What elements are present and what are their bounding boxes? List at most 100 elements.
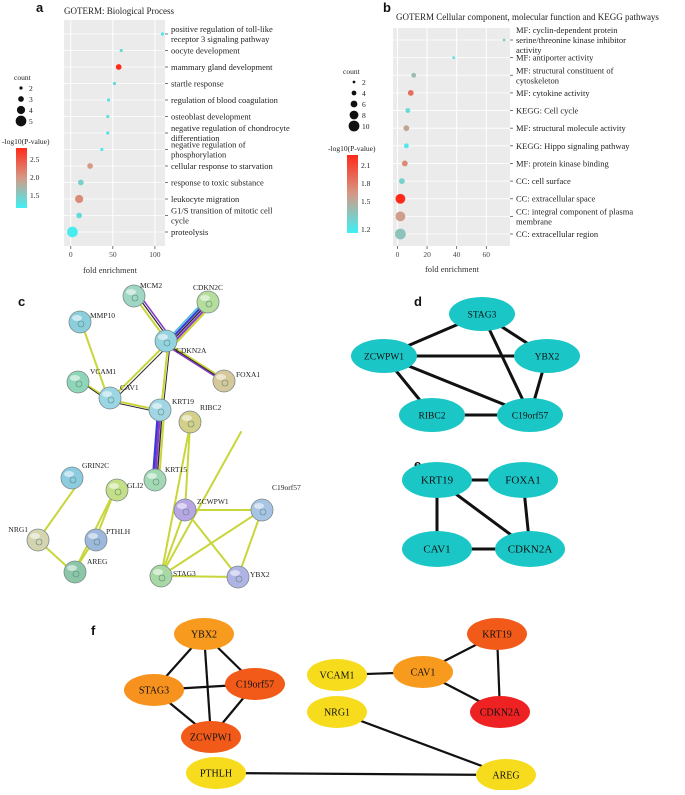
panel-b-color-tick: 1.8	[361, 179, 371, 188]
data-point	[100, 147, 104, 152]
network-c-node-label: MMP10	[90, 311, 115, 320]
network-node: STAG3	[449, 297, 515, 331]
panel-c: c	[8, 281, 301, 589]
category-label: MF: protein kinase binding	[516, 158, 610, 168]
data-point	[67, 226, 78, 238]
x-tick-label: 20	[423, 250, 431, 259]
data-point	[160, 32, 165, 36]
x-tick-label: 60	[483, 250, 491, 259]
network-node-label: CDKN2A	[508, 544, 553, 556]
network-node-label: PTHLH	[200, 769, 232, 780]
network-c-node: MMP10	[68, 310, 115, 334]
network-c-node-label: STAG3	[173, 569, 196, 578]
data-point	[106, 131, 110, 135]
network-node-label: KRT19	[421, 475, 454, 487]
data-point	[502, 38, 506, 42]
network-node-label: STAG3	[468, 311, 497, 321]
network-c-edge	[114, 346, 168, 400]
panel-letter-d: d	[414, 294, 422, 309]
network-node-shape	[467, 618, 527, 650]
panel-a-x-axis-label: fold enrichment	[83, 265, 138, 275]
data-point	[395, 211, 406, 222]
size-legend-dot	[15, 115, 27, 127]
network-node-shape	[351, 339, 417, 373]
category-label: CC: extracellular region	[516, 229, 599, 239]
network-c-edge	[184, 424, 191, 511]
data-point	[405, 108, 411, 113]
network-node: KRT19	[467, 618, 527, 650]
network-node: VCAM1	[307, 659, 367, 691]
panel-b-title: GOTERM Cellular component, molecular fun…	[396, 12, 659, 22]
network-node-shape	[402, 531, 472, 567]
panel-letter-c: c	[18, 294, 25, 309]
panel-letter-a: a	[36, 0, 44, 15]
panel-a-color-legend: -log10(P-value) 2.5 2.0 1.5	[2, 137, 50, 208]
network-node-shape	[495, 531, 565, 567]
panel-a-color-bar	[16, 148, 27, 208]
x-tick-label: 100	[149, 250, 161, 259]
data-point	[106, 114, 110, 119]
category-label: mammary gland development	[171, 62, 273, 72]
data-point	[112, 81, 117, 86]
network-node-label: CAV1	[411, 668, 436, 679]
network-node: ZCWPW1	[351, 339, 417, 373]
panel-b: b GOTERM Cellular component, molecular f…	[328, 0, 659, 274]
category-label: oocyte development	[171, 46, 240, 56]
network-node-label: CDKN2A	[480, 708, 521, 719]
data-point	[411, 72, 417, 78]
network-c-edge	[160, 509, 186, 577]
network-c-edge	[169, 344, 223, 379]
data-point	[76, 212, 82, 219]
network-node: FOXA1	[488, 462, 558, 498]
data-point	[403, 125, 410, 132]
size-legend-label: 4	[29, 106, 33, 115]
network-node: YBX2	[174, 618, 234, 650]
network-c-node: PTHLH	[84, 527, 131, 552]
category-label: MF: cytokine activity	[516, 88, 590, 98]
network-node-label: YBX2	[535, 353, 560, 363]
network-c-edge	[160, 575, 239, 578]
category-label: cellular response to starvation	[171, 161, 273, 171]
network-c-node: VCAM1	[66, 367, 117, 394]
panel-c-edges	[37, 296, 263, 578]
panel-b-plot-area	[393, 28, 510, 246]
network-c-node-label: GRIN2C	[82, 461, 109, 470]
network-c-node-label: KRT19	[172, 397, 194, 406]
network-node: STAG3	[124, 674, 184, 706]
panel-b-size-legend-title: count	[343, 67, 361, 76]
x-tick-label: 40	[453, 250, 461, 259]
size-legend-dot	[351, 90, 357, 96]
panel-a-title: GOTERM: Biological Process	[64, 6, 174, 16]
network-c-edge	[160, 431, 242, 577]
size-legend-label: 2	[29, 84, 33, 93]
network-node: CDKN2A	[470, 696, 530, 728]
network-c-node-label: CDKN2A	[176, 346, 207, 355]
panel-b-color-bar	[347, 155, 358, 233]
data-point	[452, 56, 456, 60]
category-label: osteoblast development	[171, 112, 252, 122]
network-c-node: KRT15	[143, 465, 187, 492]
size-legend-dot	[348, 120, 360, 132]
data-point	[403, 143, 409, 149]
size-legend-dot	[19, 86, 23, 90]
network-c-node-label: RIBC2	[200, 403, 222, 412]
network-node: KRT19	[402, 462, 472, 498]
network-c-node-label: CDKN2C	[193, 283, 223, 292]
panel-b-points	[395, 38, 506, 240]
network-node-label: C19orf57	[512, 411, 549, 422]
network-node-shape	[307, 696, 367, 728]
panel-letter-f: f	[91, 623, 96, 638]
data-point	[401, 160, 408, 167]
network-node-label: NRG1	[324, 708, 350, 719]
network-edge	[215, 771, 507, 777]
network-node-shape	[488, 462, 558, 498]
network-c-edge	[112, 344, 166, 398]
